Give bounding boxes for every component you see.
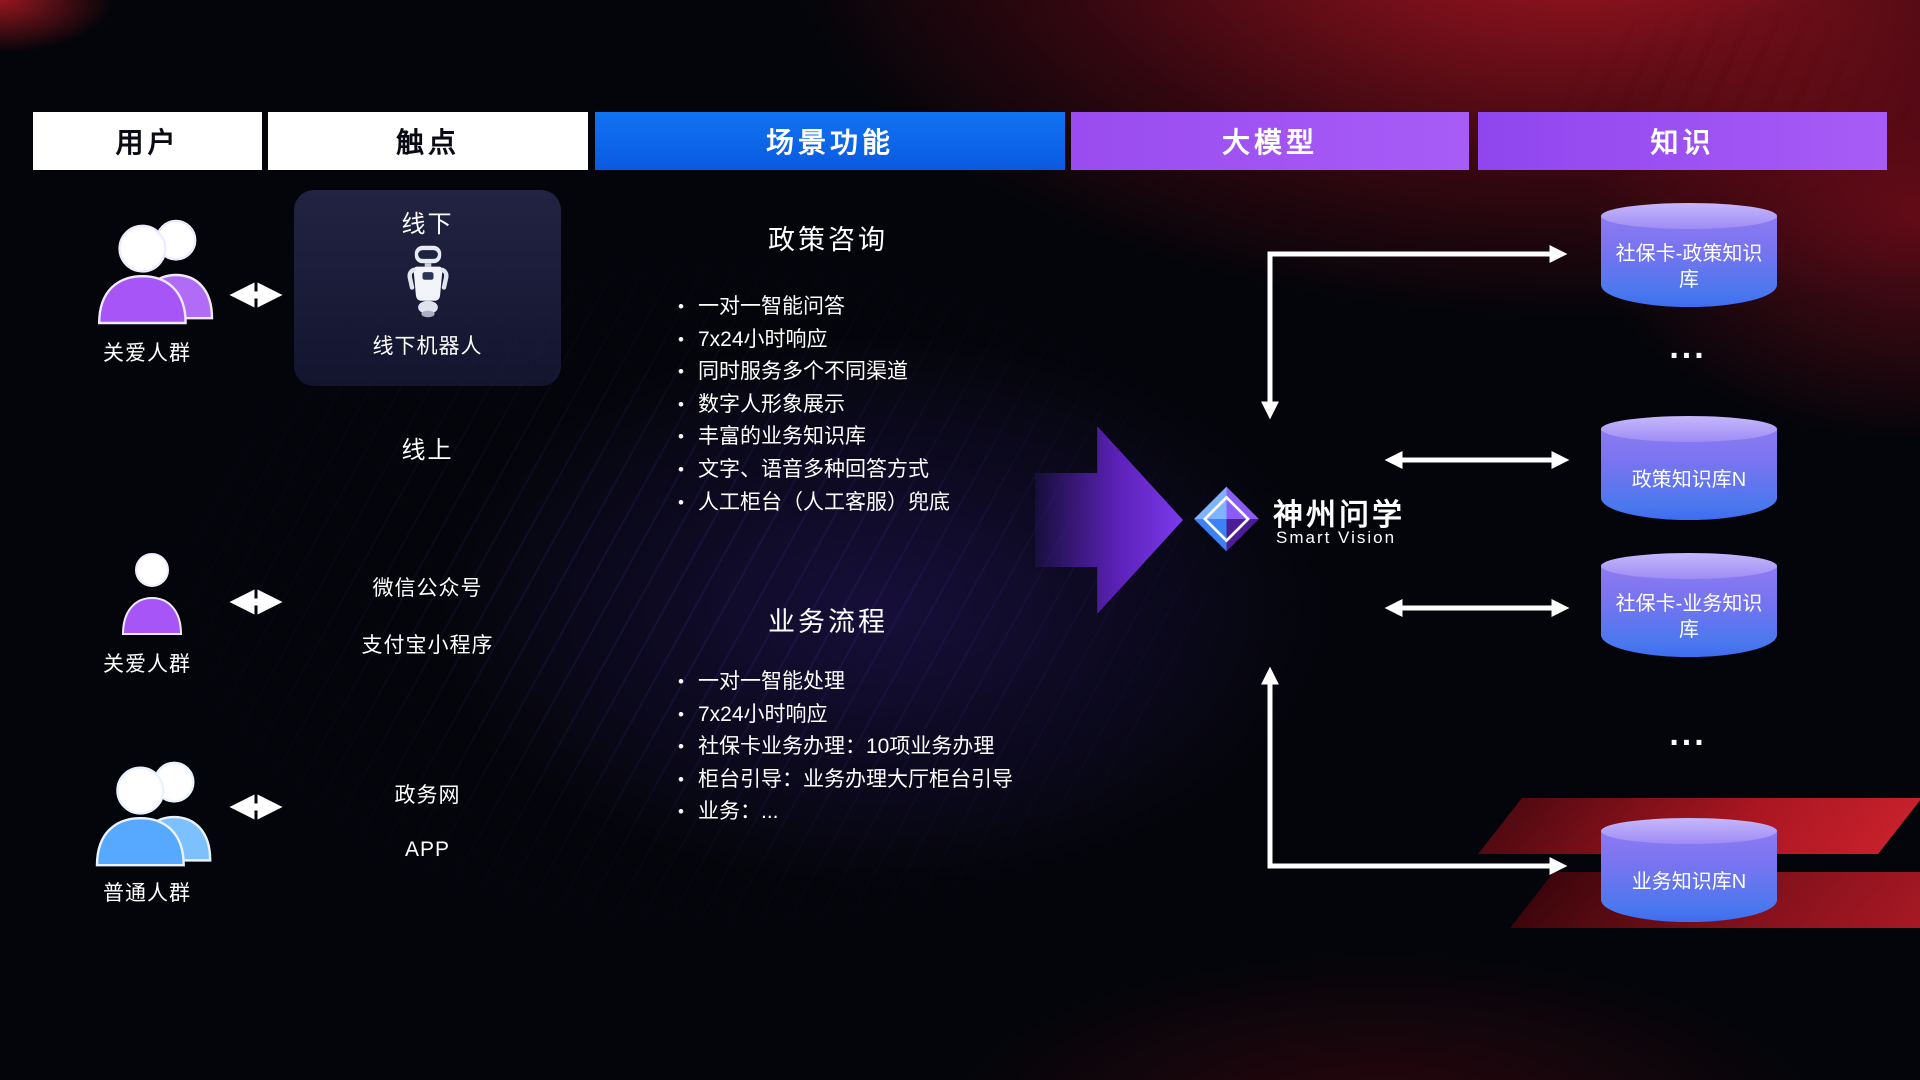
list-item: 数字人形象展示 [678, 389, 1098, 422]
list-item: 社保卡业务办理：10项业务办理 [678, 731, 1098, 764]
touchpoint-gov: 政务网 [394, 784, 461, 807]
user-group-3-label: 普通人群 [103, 882, 191, 905]
offline-robot-label: 线下机器人 [372, 335, 483, 358]
ellipsis-2: ... [1669, 715, 1707, 753]
model-name: 神州问学 [1273, 499, 1405, 532]
list-item: 丰富的业务知识库 [678, 421, 1098, 454]
column-header-touchpoint: 触点 [268, 112, 588, 170]
database-cylinder-top [1601, 416, 1777, 442]
list-item: 业务：... [678, 796, 1098, 829]
database-cylinder-icon [1601, 429, 1777, 520]
touchpoint-wechat: 微信公众号 [372, 577, 483, 600]
column-header-model-label: 大模型 [1221, 127, 1318, 158]
offline-touchpoint-card: 线下 线下机器人 [294, 190, 561, 386]
users-group-purple-icon [97, 219, 214, 325]
policy-section-title: 政策咨询 [768, 225, 888, 255]
column-header-user: 用户 [33, 112, 262, 170]
list-item: 文字、语音多种回答方式 [678, 454, 1098, 487]
list-item: 同时服务多个不同渠道 [678, 356, 1098, 389]
user-purple-icon [121, 553, 183, 635]
database-cylinder-top [1601, 203, 1777, 229]
knowledge-db-1: 社保卡-政策知识库 [1601, 203, 1777, 307]
knowledge-db-1-label: 社保卡-政策知识库 [1615, 243, 1763, 291]
database-cylinder-top [1601, 818, 1777, 844]
model-subtitle: Smart Vision [1276, 528, 1397, 547]
online-title: 线上 [401, 437, 454, 464]
column-header-user-label: 用户 [115, 127, 180, 158]
ellipsis-1: ... [1669, 328, 1707, 366]
database-cylinder-icon [1601, 216, 1777, 307]
column-header-model: 大模型 [1071, 112, 1469, 170]
user-group-1-label: 关爱人群 [103, 342, 191, 365]
list-item: 一对一智能处理 [678, 666, 1098, 699]
column-header-touchpoint-label: 触点 [395, 127, 460, 158]
diamond-logo-icon [1194, 486, 1259, 552]
column-header-knowledge: 知识 [1478, 112, 1887, 170]
offline-title: 线下 [401, 211, 454, 238]
business-section-title: 业务流程 [768, 607, 888, 637]
touchpoint-alipay: 支付宝小程序 [361, 634, 494, 657]
users-group-blue-icon [95, 761, 212, 867]
list-item: 7x24小时响应 [678, 324, 1098, 357]
knowledge-db-3-label: 社保卡-业务知识库 [1615, 593, 1763, 641]
list-item: 人工柜台（人工客服）兜底 [678, 487, 1098, 520]
user-group-2-label: 关爱人群 [103, 653, 191, 676]
robot-icon [407, 245, 448, 318]
list-item: 一对一智能问答 [678, 291, 1098, 324]
knowledge-db-4: 业务知识库N [1601, 818, 1777, 922]
list-item: 柜台引导：业务办理大厅柜台引导 [678, 764, 1098, 797]
touchpoint-app: APP [404, 838, 451, 861]
knowledge-db-4-label: 业务知识库N [1631, 871, 1747, 893]
database-cylinder-icon [1601, 566, 1777, 657]
list-item: 7x24小时响应 [678, 699, 1098, 732]
knowledge-db-2: 政策知识库N [1601, 416, 1777, 520]
knowledge-db-3: 社保卡-业务知识库 [1601, 553, 1777, 657]
database-cylinder-icon [1601, 831, 1777, 922]
policy-feature-list: 一对一智能问答 7x24小时响应 同时服务多个不同渠道 数字人形象展示 丰富的业… [678, 291, 1098, 519]
database-cylinder-top [1601, 553, 1777, 579]
column-header-scenario: 场景功能 [595, 112, 1065, 170]
column-header-scenario-label: 场景功能 [765, 127, 894, 158]
business-feature-list: 一对一智能处理 7x24小时响应 社保卡业务办理：10项业务办理 柜台引导：业务… [678, 666, 1098, 829]
knowledge-db-2-label: 政策知识库N [1631, 469, 1747, 491]
column-header-knowledge-label: 知识 [1650, 127, 1715, 158]
